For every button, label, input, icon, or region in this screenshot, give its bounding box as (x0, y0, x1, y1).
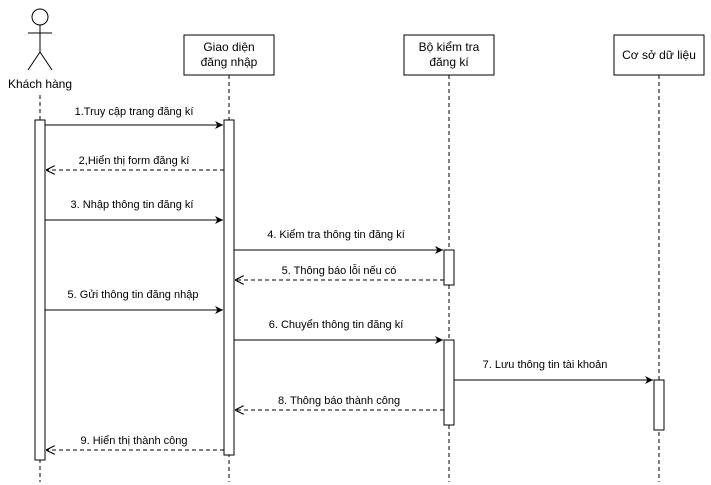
activation-checker-2 (443, 339, 455, 426)
message-3: 3. Nhập thông tin đăng kí (45, 199, 223, 224)
message-5: 5. Thông báo lỗi nếu có (235, 264, 444, 280)
message-label: 5. Thông báo lỗi nếu có (282, 264, 397, 277)
message-1: 1.Truy cập trang đăng kí (45, 106, 223, 129)
participant-login-ui: Giao diện đăng nhập (183, 34, 275, 76)
participant-database: Cơ sở dữ liệu (613, 34, 705, 76)
stick-figure-icon (27, 8, 53, 71)
message-label: 6. Chuyển thông tin đăng kí (269, 319, 404, 331)
participant-checker: Bộ kiểm tra đăng kí (403, 34, 495, 76)
activation-customer (34, 119, 46, 461)
message-7: 6. Chuyển thông tin đăng kí (234, 319, 443, 344)
participant-label-line2: đăng nhập (201, 55, 258, 69)
message-2: 2,Hiển thị form đăng kí (46, 155, 224, 170)
message-8: 7. Lưu thông tin tài khoản (454, 359, 653, 384)
message-label: 9. Hiển thị thành công (80, 435, 187, 447)
message-9: 8. Thông báo thành công (235, 395, 444, 410)
message-label: 2,Hiển thị form đăng kí (79, 155, 190, 167)
activation-checker-1 (443, 249, 455, 286)
message-label: 3. Nhập thông tin đăng kí (71, 199, 194, 211)
message-label: 7. Lưu thông tin tài khoản (483, 359, 608, 371)
message-4: 4. Kiểm tra thông tin đăng kí (234, 229, 443, 254)
activation-database (653, 379, 665, 431)
message-label: 8. Thông báo thành công (278, 395, 400, 407)
message-label: 1.Truy cập trang đăng kí (75, 106, 194, 118)
participant-label: Cơ sở dữ liệu (622, 48, 696, 62)
actor-label: Khách hàng (8, 77, 72, 91)
participant-label-line1: Giao diện (203, 40, 254, 54)
message-6: 5. Gửi thông tin đăng nhập (45, 289, 223, 314)
actor-customer: Khách hàng (8, 8, 72, 91)
participant-label-line1: Bộ kiểm tra (419, 40, 480, 54)
participant-label-line2: đăng kí (429, 55, 469, 69)
message-label: 5. Gửi thông tin đăng nhập (68, 289, 199, 301)
message-label: 4. Kiểm tra thông tin đăng kí (267, 229, 405, 241)
activation-login-ui (223, 119, 235, 456)
message-10: 9. Hiển thị thành công (46, 435, 224, 450)
